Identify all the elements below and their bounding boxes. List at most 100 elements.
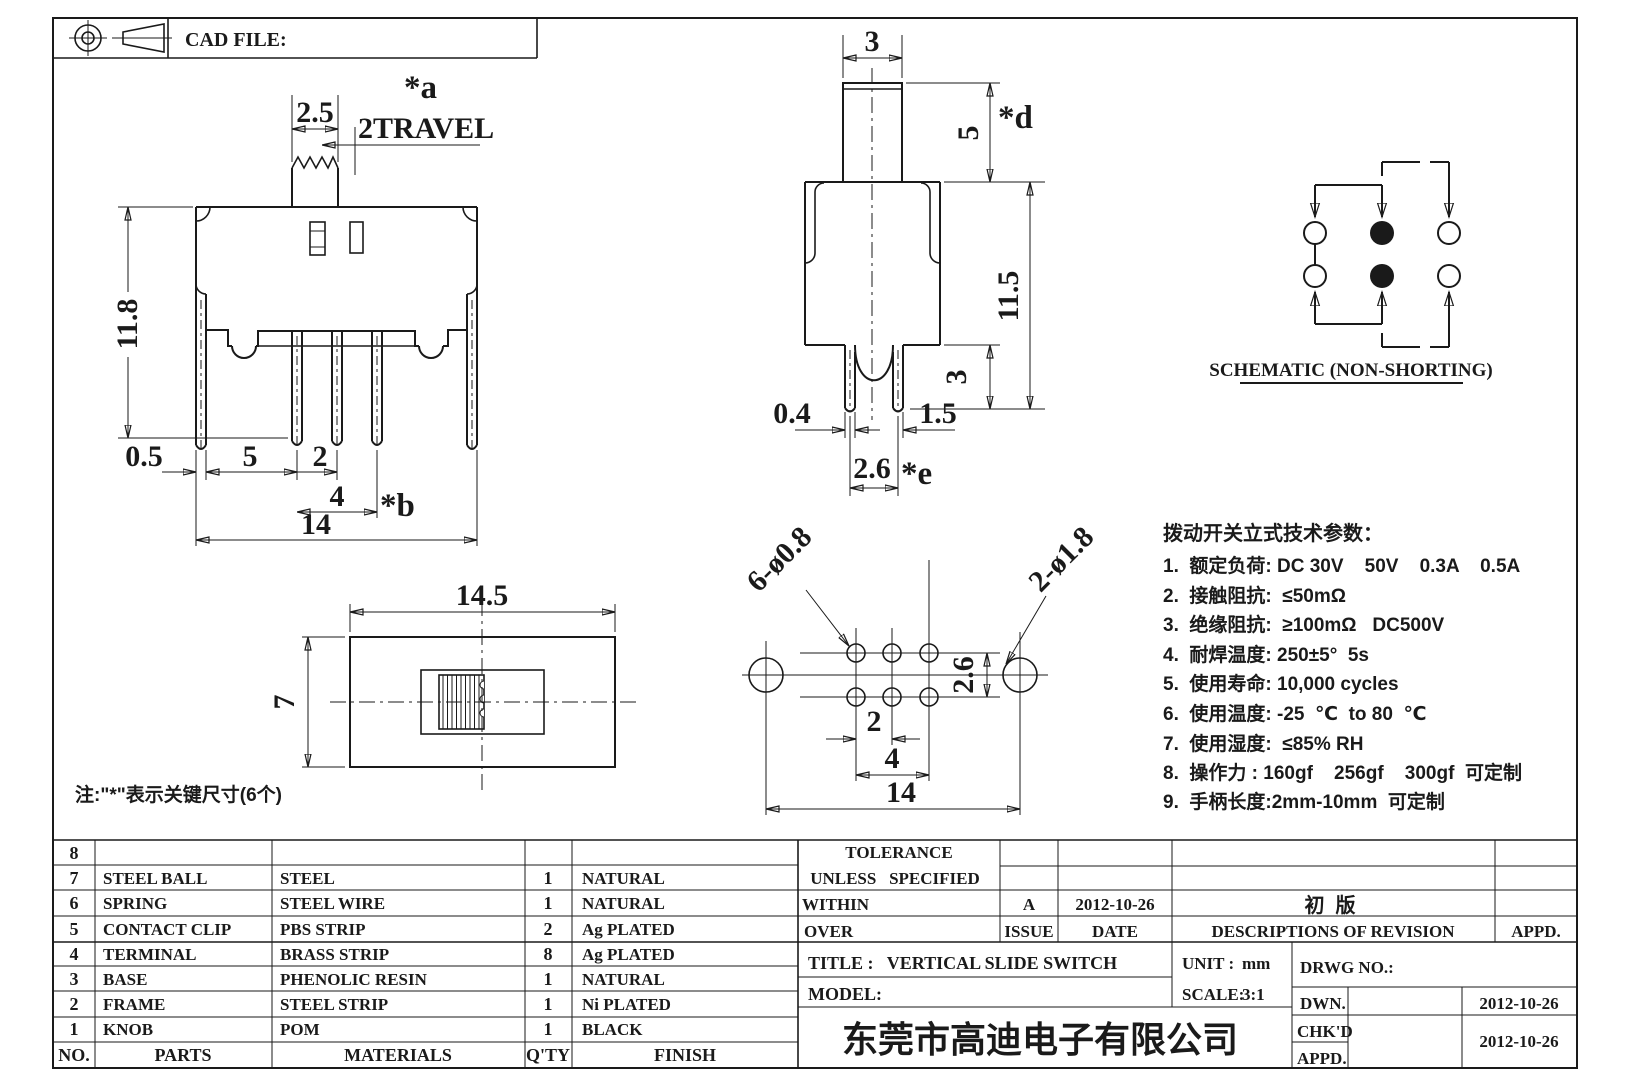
dim-top-depth: 7	[268, 695, 301, 710]
dim-hole-span: 4	[885, 742, 900, 775]
front-view: 2.5 2TRAVEL *a 11.8 0.5 5 2 4 *b	[111, 70, 494, 546]
row-qty: 1	[544, 868, 553, 888]
row-no: 5	[70, 919, 79, 939]
title-block: TITLE : VERTICAL SLIDE SWITCH UNIT : mm …	[808, 953, 1559, 1068]
row-parts: BASE	[103, 970, 147, 989]
dim-side-pin-pitch: 2.6	[853, 452, 891, 485]
row-finish: NATURAL	[582, 869, 665, 888]
tech-param-9: 9. 手柄长度:2mm-10mm 可定制	[1163, 790, 1445, 813]
row-materials: STEEL	[280, 869, 335, 888]
row-materials: STEEL STRIP	[280, 995, 388, 1014]
row-no: 1	[70, 1019, 79, 1039]
row-materials: STEEL WIRE	[280, 894, 385, 913]
dim-top-width: 14.5	[456, 579, 509, 612]
projection-header: CAD FILE:	[53, 18, 538, 59]
revision-description-label: DESCRIPTIONS OF REVISION	[1211, 922, 1455, 941]
row-parts: TERMINAL	[103, 945, 197, 964]
dim-pin-thickness: 0.4	[773, 397, 811, 430]
issue-value: A	[1023, 895, 1036, 914]
row-qty: 1	[544, 969, 553, 989]
model-label: MODEL:	[808, 984, 882, 1004]
top-view-dimensions: 14.5 7	[268, 579, 616, 768]
drwg-no-label: DRWG NO.:	[1300, 958, 1394, 977]
row-qty: 1	[544, 1019, 553, 1039]
row-materials: BRASS STRIP	[280, 945, 389, 964]
header-no: NO.	[58, 1045, 90, 1065]
row-finish: Ag PLATED	[582, 945, 675, 964]
dwn-label: DWN.	[1300, 994, 1346, 1013]
common-terminal-top	[1370, 221, 1394, 245]
row-materials: POM	[280, 1020, 320, 1039]
row-no: 8	[70, 843, 79, 863]
first-angle-projection-icon	[69, 20, 107, 56]
row-no: 7	[70, 868, 79, 888]
row-finish: NATURAL	[582, 894, 665, 913]
cad-file-label: CAD FILE:	[185, 29, 287, 51]
side-view: 3 5 *d 11.5 3 0.4 1.5 2.6 *e	[773, 25, 1045, 496]
dim-frame-thickness: 0.5	[125, 440, 163, 473]
revision-description-value: 初 版	[1304, 893, 1355, 917]
flag-a: *a	[404, 70, 437, 106]
parts-table: 8 7 STEEL BALL STEEL 1 NATURAL 6 SPRING …	[58, 843, 716, 1065]
chkd-label: CHK'D	[1297, 1022, 1353, 1041]
row-finish: Ag PLATED	[582, 920, 675, 939]
tech-param-8: 8. 操作力 : 160gf 256gf 300gf 可定制	[1163, 761, 1522, 784]
chkd-date: 2012-10-26	[1479, 1032, 1558, 1051]
front-terminals	[291, 331, 383, 446]
tolerance-line2: UNLESS SPECIFIED	[810, 869, 980, 888]
tech-params: 拨动开关立式技术参数： 1. 额定负荷: DC 30V 50V 0.3A 0.5…	[1163, 521, 1522, 813]
header-materials: MATERIALS	[344, 1045, 452, 1065]
tech-param-7: 7. 使用湿度: ≤85% RH	[1163, 732, 1363, 755]
flag-b: *b	[380, 488, 415, 524]
dim-base-height: 3	[940, 370, 973, 385]
row-no: 4	[70, 944, 79, 964]
tech-param-1: 1. 额定负荷: DC 30V 50V 0.3A 0.5A	[1163, 554, 1521, 577]
common-terminal-bottom	[1370, 264, 1394, 288]
dim-pin-span: 4	[330, 480, 345, 513]
row-qty: 8	[544, 944, 553, 964]
dim-frame-to-pin: 5	[243, 440, 258, 473]
tech-param-2: 2. 接触阻抗: ≤50mΩ	[1163, 584, 1346, 607]
flag-e: *e	[901, 456, 932, 492]
small-holes-label: 6-ø0.8	[740, 520, 818, 598]
flag-d: *d	[998, 100, 1033, 136]
dim-stem-width: 3	[865, 25, 880, 58]
appd-label: APPD.	[1297, 1049, 1347, 1068]
drawing-title: TITLE : VERTICAL SLIDE SWITCH	[808, 953, 1117, 973]
unit-value: mm	[1242, 954, 1270, 973]
within-label: WITHIN	[802, 895, 870, 914]
cone-projection-icon	[112, 23, 172, 53]
tech-param-4: 4. 耐焊温度: 250±5° 5s	[1163, 643, 1369, 666]
appd-column-label: APPD.	[1511, 922, 1561, 941]
row-no: 3	[70, 969, 79, 989]
row-no: 2	[70, 994, 79, 1014]
row-parts: FRAME	[103, 995, 165, 1014]
dim-pin-pitch: 2	[313, 440, 328, 473]
dim-mount-span: 14	[886, 776, 916, 809]
scale-label: SCALE:	[1182, 985, 1244, 1004]
dim-row-pitch: 2.6	[947, 656, 980, 694]
dwn-date: 2012-10-26	[1479, 994, 1558, 1013]
over-label: OVER	[804, 922, 854, 941]
dim-body-width: 14	[301, 508, 331, 541]
row-parts: SPRING	[103, 894, 167, 913]
row-finish: Ni PLATED	[582, 995, 671, 1014]
sheet-border	[52, 17, 1578, 1069]
tech-param-5: 5. 使用寿命: 10,000 cycles	[1163, 672, 1399, 695]
date-value: 2012-10-26	[1075, 895, 1154, 914]
dim-knob-width: 2.5	[296, 96, 334, 129]
header-finish: FINISH	[654, 1045, 716, 1065]
travel-label: 2TRAVEL	[358, 112, 494, 145]
revision-block: TOLERANCE UNLESS SPECIFIED WITHIN OVER A…	[802, 843, 1561, 941]
pcb-dimensions: 2 4 14 2.6 6-ø0.8 2-ø1.8	[740, 520, 1100, 809]
row-qty: 1	[544, 994, 553, 1014]
issue-label: ISSUE	[1004, 922, 1053, 941]
row-parts: KNOB	[103, 1020, 153, 1039]
tech-params-title: 拨动开关立式技术参数：	[1163, 521, 1383, 545]
unit-label: UNIT :	[1182, 954, 1234, 973]
tech-param-3: 3. 绝缘阻抗: ≥100mΩ DC500V	[1163, 613, 1445, 636]
front-dimensions: 2.5 2TRAVEL *a 11.8 0.5 5 2 4 *b	[111, 70, 494, 546]
table-grid	[53, 839, 1577, 1068]
